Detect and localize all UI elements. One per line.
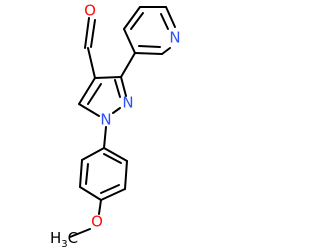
methyl-h: H [50,229,61,247]
bond-o-ch3 [69,228,91,238]
bond-ph-4-double [100,184,120,194]
pyridine-ring [120,6,176,78]
bond-c3-n2-double [114,79,121,98]
bond-c4-c3 [94,76,122,79]
bond-py-4-double [160,13,169,30]
bond-py-6 [134,52,163,55]
bond-co-1 [84,17,90,49]
molecule-diagram: O N N N O H3C [50,2,181,250]
bond-c4-c5-double [87,83,102,105]
bond-n1-phenyl [103,126,107,149]
bond-ph-5 [124,160,128,190]
atom-o-ether: O [91,213,103,231]
bond-py-5 [161,47,171,55]
bond-cho-c [87,47,96,79]
atom-n-pyridine: N [169,29,180,47]
bond-py-4 [165,6,176,28]
pyrazole-ring [78,76,127,117]
bond-ph-3 [79,186,102,201]
bond-c5-n1 [78,103,100,117]
bond-ph-6 [103,147,128,162]
aldehyde-group [84,17,96,79]
phenyl-ring [79,147,128,201]
bond-c3-py [120,52,136,78]
bond-n2-n1 [112,107,121,114]
bond-py-2 [123,6,141,30]
bond-py-6-double [138,45,161,48]
bond-ph-4 [100,188,126,201]
methyl-subscript: 3 [61,239,67,250]
bond-ph-1 [81,147,105,161]
bond-c3-n2 [120,76,127,97]
bond-ph-6-double [103,153,122,164]
atom-n1-pyrazole: N [100,111,111,129]
bond-c4-c5 [78,77,96,105]
bond-co-2 [90,19,96,48]
atom-n2-pyrazole: N [122,94,133,112]
methyl-c: C [68,229,78,247]
methoxy-group [69,199,102,238]
atom-o-aldehyde: O [84,2,96,20]
bond-ph-2-double [85,163,89,185]
bond-ph-2 [79,159,83,188]
bond-py-2-double [130,12,144,30]
atom-methyl: H3C [50,229,78,250]
structure-svg: O N N N O H3C [50,2,181,250]
bond-py-1 [123,28,136,54]
bond-ph-o [98,199,102,215]
